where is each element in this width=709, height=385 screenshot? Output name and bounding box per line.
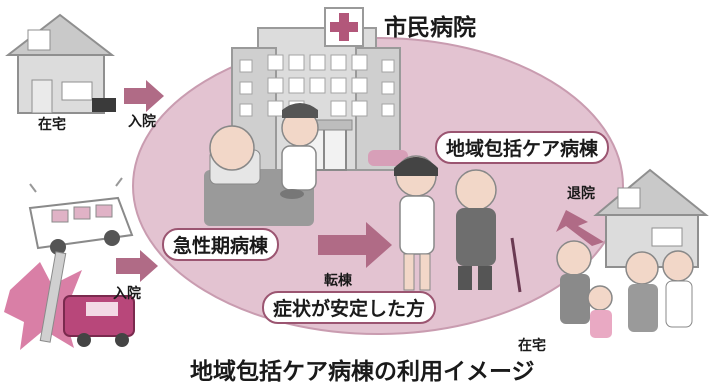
admission-arrow-bottom [116, 250, 158, 282]
diagram-title: 地域包括ケア病棟の利用イメージ [190, 359, 535, 385]
ambulance-icon [28, 177, 134, 255]
admission-label-bottom: 入院 [113, 286, 141, 302]
hospital-name: 市民病院 [384, 15, 476, 41]
discharge-arrow [556, 210, 604, 246]
community-care-scene [394, 155, 522, 293]
community-care-ward-label: 地域包括ケア病棟 [435, 131, 610, 164]
family-at-home-scene [556, 240, 694, 338]
home-label-left: 在宅 [38, 117, 66, 133]
admission-label-top: 入院 [128, 114, 156, 130]
car-crash-icon [4, 251, 135, 350]
transfer-label: 転棟 [324, 273, 352, 289]
acute-ward-label: 急性期病棟 [162, 228, 280, 261]
transfer-arrow [318, 222, 392, 268]
acute-care-scene [204, 103, 319, 226]
hospital-building-icon [231, 7, 408, 171]
stable-patients-label: 症状が安定した方 [262, 291, 437, 324]
admission-arrow-top [124, 80, 164, 112]
home-label-right: 在宅 [518, 338, 546, 354]
house-icon [593, 168, 709, 268]
discharge-label: 退院 [567, 186, 595, 202]
house-icon [5, 13, 116, 114]
